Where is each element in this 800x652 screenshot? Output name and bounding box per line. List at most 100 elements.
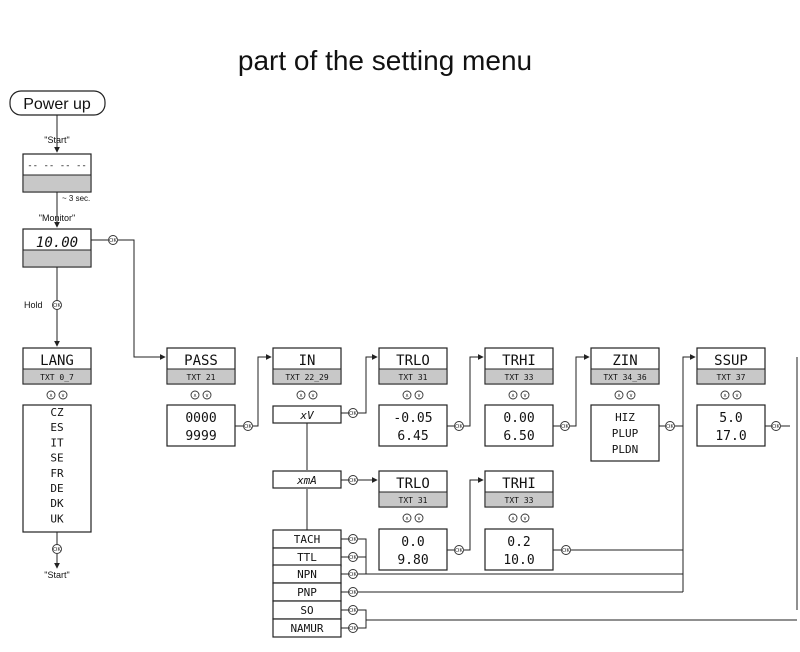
menu-trlo-code: TXT 31 <box>399 373 428 382</box>
start-label: "Start" <box>44 135 69 145</box>
lang-option-es[interactable]: ES <box>50 421 63 434</box>
in-option-label-xma: xmA <box>296 474 317 487</box>
sub-trhi-min: 0.2 <box>507 535 530 550</box>
menu-sub-trlo: TRLO TXT 31 ∧∨ 0.0 9.80 <box>378 470 448 571</box>
in-option-so[interactable]: SO <box>272 600 342 620</box>
in-option-ttl[interactable]: TTL <box>272 547 342 567</box>
in-option-label-xv: xV <box>299 409 315 422</box>
ok-button-hold[interactable]: OK <box>52 300 62 310</box>
menu-trlo-name: TRLO <box>396 353 430 369</box>
ok-button-lang[interactable]: OK <box>52 544 62 554</box>
ok-button-in-opt-4[interactable]: OK <box>341 552 358 562</box>
ok-label: OK <box>349 590 357 596</box>
menu-sub-trhi: TRHI TXT 33 ∧∨ 0.2 10.0 <box>484 470 554 571</box>
trhi-max: 6.50 <box>503 429 534 444</box>
svg-text:∧: ∧ <box>723 393 727 399</box>
ok-label: OK <box>349 411 357 417</box>
ok-label: OK <box>109 238 117 244</box>
ok-button-zin[interactable]: OK <box>665 421 675 431</box>
svg-text:∨: ∨ <box>523 393 527 399</box>
menu-sub-trhi-code: TXT 33 <box>505 496 534 505</box>
nav-arrows-in[interactable]: ∧∨ <box>296 390 318 400</box>
ok-button-in-opt-7[interactable]: OK <box>341 605 358 615</box>
menu-in-name: IN <box>299 353 316 369</box>
menu-zin: ZIN TXT 34_36 ∧∨ HIZ PLUP PLDN <box>590 347 660 462</box>
ok-button-in-opt-8[interactable]: OK <box>341 623 358 633</box>
nav-arrows-trhi[interactable]: ∧∨ <box>508 390 530 400</box>
ok-button-sub-trlo[interactable]: OK <box>454 545 464 555</box>
in-option-label-tach: TACH <box>294 533 321 546</box>
in-option-namur[interactable]: NAMUR <box>272 618 342 638</box>
ok-label: OK <box>349 608 357 614</box>
menu-in-code: TXT 22_29 <box>285 373 329 382</box>
nav-arrows-lang[interactable]: ∧∨ <box>46 390 68 400</box>
in-option-npn[interactable]: NPN <box>272 564 342 584</box>
ok-button-in-opt-6[interactable]: OK <box>341 587 358 597</box>
svg-text:∨: ∨ <box>61 393 65 399</box>
in-option-pnp[interactable]: PNP <box>272 582 342 602</box>
svg-text:∨: ∨ <box>417 516 421 522</box>
in-option-label-namur: NAMUR <box>290 622 323 635</box>
menu-sub-trlo-code: TXT 31 <box>399 496 428 505</box>
nav-arrows-trlo[interactable]: ∧∨ <box>402 390 424 400</box>
ok-button-in-opt-3[interactable]: OK <box>341 534 358 544</box>
ok-button-in-xv[interactable]: OK <box>348 408 358 418</box>
ok-button-in-opt-5[interactable]: OK <box>341 569 358 579</box>
svg-text:∨: ∨ <box>311 393 315 399</box>
svg-text:∨: ∨ <box>735 393 739 399</box>
menu-pass: PASS TXT 21 ∧∨ 0000 9999 <box>166 347 236 447</box>
menu-lang-code: TXT 0_7 <box>40 373 74 382</box>
sub-trlo-max: 9.80 <box>397 553 428 568</box>
ok-label: OK <box>772 424 780 430</box>
nav-arrows-ssup[interactable]: ∧∨ <box>720 390 742 400</box>
lang-option-dk[interactable]: DK <box>50 497 64 510</box>
ok-button-trlo[interactable]: OK <box>454 421 464 431</box>
svg-text:∨: ∨ <box>629 393 633 399</box>
pass-min: 0000 <box>185 411 216 426</box>
lang-option-fr[interactable]: FR <box>50 467 64 480</box>
lang-option-de[interactable]: DE <box>50 482 63 495</box>
ok-button-in-xma[interactable]: OK <box>348 475 358 485</box>
monitor-label: "Monitor" <box>39 213 75 223</box>
in-option-tach[interactable]: TACH <box>272 529 342 549</box>
nav-arrows-zin[interactable]: ∧∨ <box>614 390 636 400</box>
menu-trhi: TRHI TXT 33 ∧∨ 0.00 6.50 <box>484 347 554 447</box>
delay-label: ~ 3 sec. <box>62 194 90 203</box>
svg-text:∨: ∨ <box>417 393 421 399</box>
ok-label: OK <box>349 572 357 578</box>
ok-label: OK <box>562 548 570 554</box>
nav-arrows-sub-trhi[interactable]: ∧∨ <box>508 513 530 523</box>
lang-option-uk[interactable]: UK <box>50 512 64 525</box>
svg-text:∧: ∧ <box>511 516 515 522</box>
in-option-xma[interactable]: xmA <box>272 470 342 489</box>
menu-sub-trlo-name: TRLO <box>396 476 430 492</box>
ok-label: OK <box>349 626 357 632</box>
boot-display-text: -- -- -- -- <box>27 161 87 171</box>
in-option-xv[interactable]: xV <box>272 405 342 424</box>
pass-max: 9999 <box>185 429 216 444</box>
zin-option-hiz: HIZ <box>615 411 635 424</box>
ok-button-ssup[interactable]: OK <box>771 421 781 431</box>
menu-ssup-code: TXT 37 <box>717 373 746 382</box>
menu-sub-trhi-name: TRHI <box>502 476 536 492</box>
menu-lang: LANG TXT 0_7 ∧∨ <box>22 347 92 533</box>
ok-button-pass[interactable]: OK <box>243 421 253 431</box>
ok-label: OK <box>666 424 674 430</box>
ok-button-monitor[interactable]: OK <box>108 235 118 245</box>
nav-arrows-sub-trlo[interactable]: ∧∨ <box>402 513 424 523</box>
lang-option-se[interactable]: SE <box>50 452 63 465</box>
lang-option-cz[interactable]: CZ <box>50 406 64 419</box>
sub-trlo-min: 0.0 <box>401 535 424 550</box>
ok-button-trhi[interactable]: OK <box>560 421 570 431</box>
ok-label: OK <box>561 424 569 430</box>
in-option-label-npn: NPN <box>297 568 317 581</box>
in-option-label-pnp: PNP <box>297 586 317 599</box>
nav-arrows-pass[interactable]: ∧∨ <box>190 390 212 400</box>
svg-text:∧: ∧ <box>49 393 53 399</box>
ok-label: OK <box>349 555 357 561</box>
ok-button-sub-trhi[interactable]: OK <box>561 545 571 555</box>
menu-ssup-name: SSUP <box>714 353 748 369</box>
sub-trhi-max: 10.0 <box>503 553 534 568</box>
lang-option-it[interactable]: IT <box>50 436 64 449</box>
